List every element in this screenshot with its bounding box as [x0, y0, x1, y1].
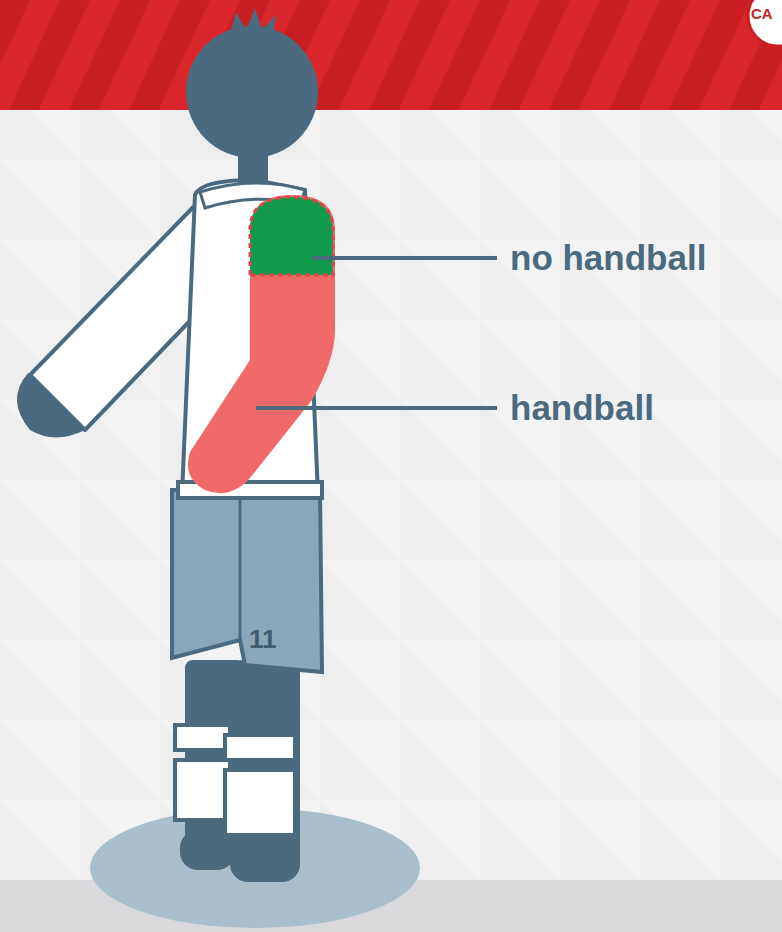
shirt-number: 11 [249, 626, 277, 652]
shorts [172, 490, 322, 672]
foot [230, 840, 300, 882]
top-band [0, 0, 782, 110]
foot [180, 830, 235, 870]
sock-band [175, 725, 230, 750]
shorts-seam [239, 500, 242, 640]
right-leg [235, 660, 300, 870]
zone-label: handball [510, 390, 654, 425]
handball-zone [188, 195, 335, 493]
sock [225, 770, 295, 835]
logo-text: CA [751, 6, 773, 21]
logo [748, 0, 782, 46]
leader-line [256, 406, 497, 410]
no-handball-zone [250, 197, 333, 275]
head [186, 26, 318, 158]
sock [175, 760, 230, 820]
sock-band [225, 735, 295, 760]
hand [17, 373, 85, 438]
zone-label: no handball [510, 240, 706, 275]
leader-line [312, 256, 497, 260]
sleeve [30, 195, 210, 430]
